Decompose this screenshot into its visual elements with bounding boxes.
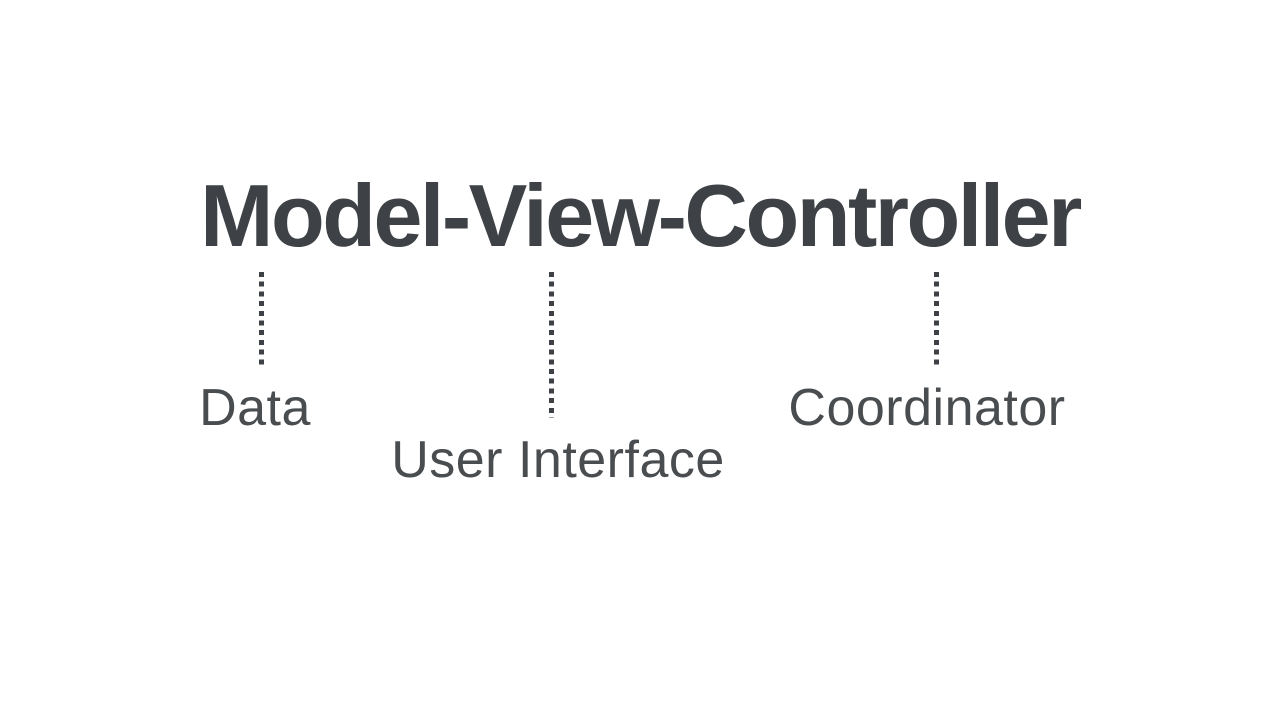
dotted-connector-model [259, 272, 264, 368]
label-model-data: Data [199, 379, 311, 437]
dotted-connector-controller [934, 272, 939, 368]
dotted-connector-view [549, 272, 554, 418]
diagram-title: Model-View-Controller [200, 166, 1082, 265]
label-controller-coordinator: Coordinator [788, 379, 1066, 437]
label-view-user-interface: User Interface [391, 431, 725, 489]
